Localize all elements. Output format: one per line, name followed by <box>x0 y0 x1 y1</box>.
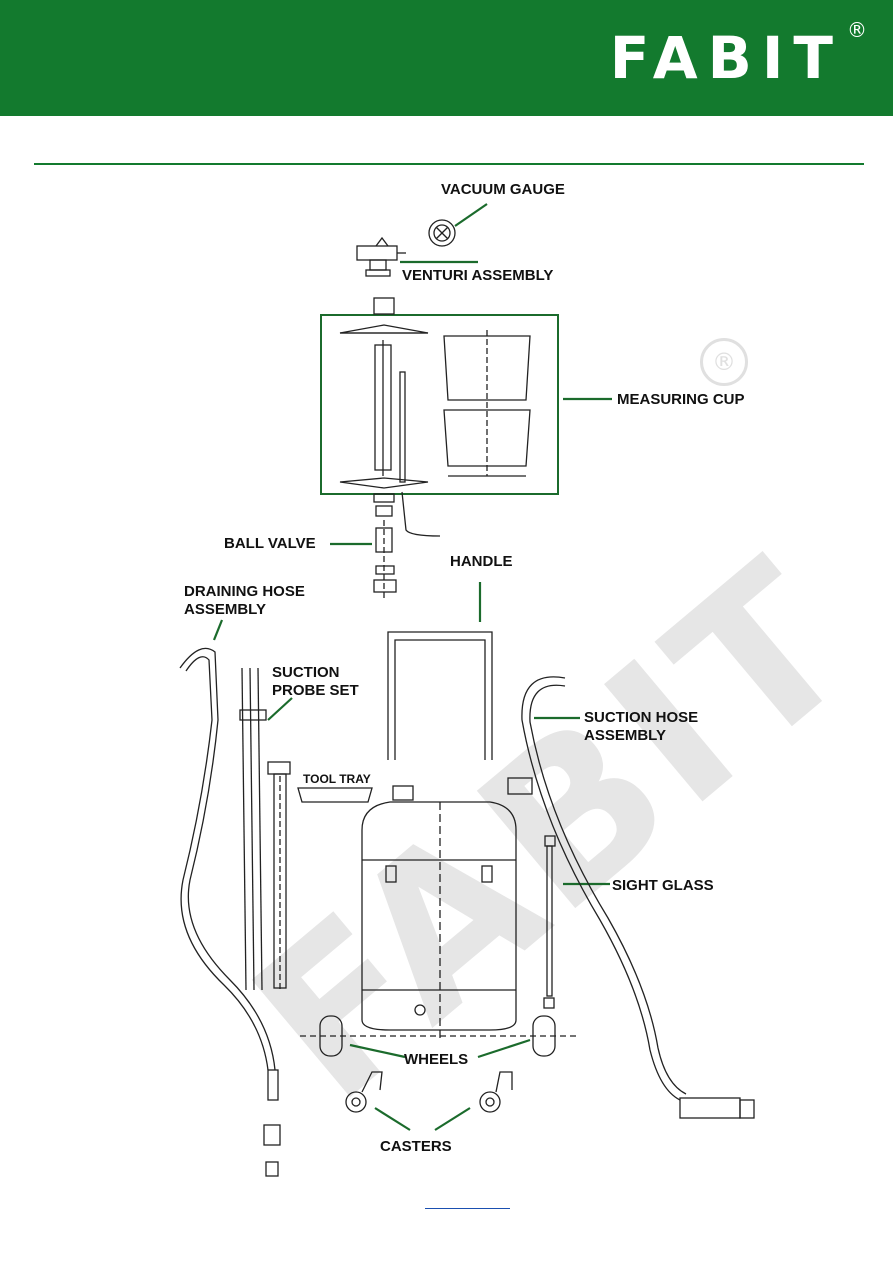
label-suction-probe-set: SUCTION PROBE SET <box>272 664 359 699</box>
suction-tube-part <box>267 761 291 990</box>
footer-link-line <box>425 1208 510 1209</box>
venturi-assembly-part <box>356 236 406 277</box>
measuring-cup-frame <box>320 314 559 495</box>
watermark-registered-mark: ® <box>700 338 748 386</box>
label-venturi-assembly: VENTURI ASSEMBLY <box>402 267 554 284</box>
measuring-cup-part <box>339 297 531 489</box>
label-measuring-cup: MEASURING CUP <box>617 391 745 408</box>
vacuum-gauge-part <box>428 219 456 247</box>
draining-hose-part <box>179 647 281 1177</box>
label-wheels: WHEELS <box>404 1051 469 1068</box>
handle-part <box>387 631 493 760</box>
registered-mark: ® <box>847 18 867 42</box>
wheels-part <box>300 1015 580 1057</box>
suction-probe-part <box>239 667 267 991</box>
header-bar: FABIT ® <box>0 0 893 116</box>
tank-part <box>361 785 517 1040</box>
suction-hose-part <box>507 676 755 1119</box>
label-casters: CASTERS <box>380 1138 452 1155</box>
label-handle: HANDLE <box>450 553 513 570</box>
tool-tray-part <box>297 787 373 803</box>
section-divider <box>34 163 864 165</box>
label-ball-valve: BALL VALVE <box>224 535 316 552</box>
brand-logo: FABIT <box>609 24 843 92</box>
label-vacuum-gauge: VACUUM GAUGE <box>441 181 565 198</box>
label-suction-hose-assembly: SUCTION HOSE ASSEMBLY <box>584 709 699 744</box>
casters-part <box>345 1071 513 1113</box>
label-tool-tray: TOOL TRAY <box>303 772 371 786</box>
sight-glass-part <box>543 835 556 1009</box>
label-sight-glass: SIGHT GLASS <box>612 877 714 894</box>
ball-valve-part <box>373 491 441 600</box>
leader-lines <box>212 203 612 1131</box>
label-draining-hose-assembly: DRAINING HOSE ASSEMBLY <box>184 583 305 618</box>
